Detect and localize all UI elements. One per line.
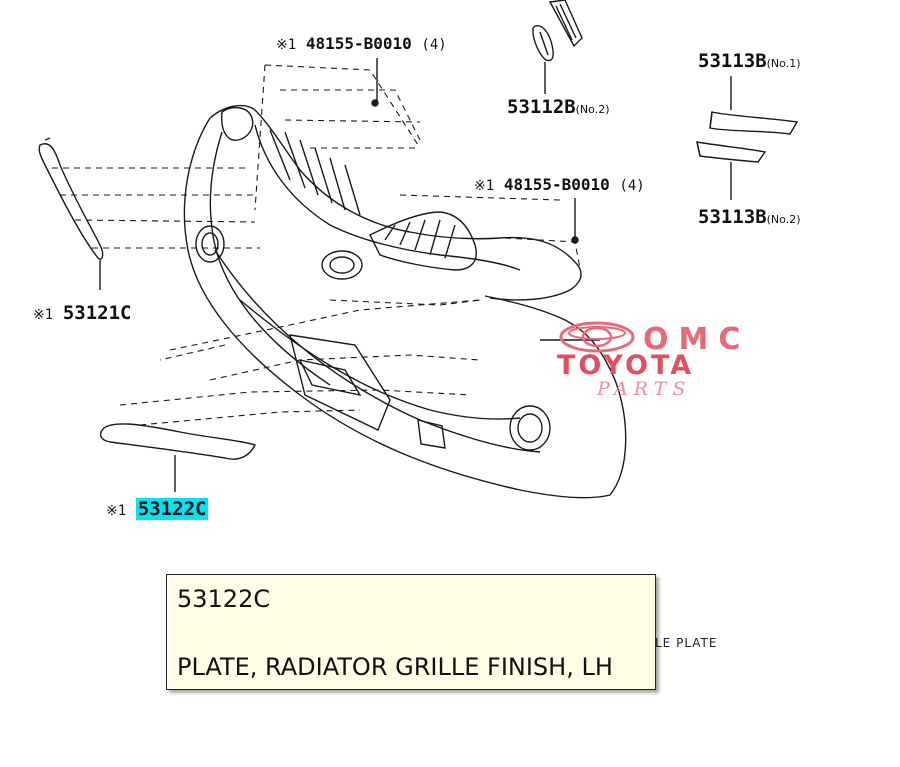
clip-mid-qty: (4) — [619, 178, 645, 194]
plate-lh-shape — [99, 423, 256, 460]
callout-plate-lh[interactable]: ※1 53122C — [106, 498, 209, 520]
part-tooltip: 53122C PLATE, RADIATOR GRILLE FINISH, LH — [166, 574, 656, 690]
callout-clip-mid[interactable]: ※1 48155-B0010 (4) — [474, 175, 645, 194]
tooltip-part-code: 53122C — [177, 585, 271, 613]
omc-toyota-watermark: OMC TOYOTA PARTS — [555, 321, 795, 402]
watermark-line2: TOYOTA — [557, 350, 695, 381]
bumper-lower-edge — [214, 249, 541, 453]
license-plate-recess — [289, 334, 391, 431]
emblem-no2-part-number[interactable]: 53112B — [507, 96, 576, 118]
clip-top-part-number[interactable]: 48155-B0010 — [305, 34, 412, 53]
plate-rh-part-number[interactable]: 53121C — [62, 302, 132, 324]
emblem-no2-suffix: (No.2) — [575, 103, 610, 116]
bracket-no2-shape — [696, 141, 767, 163]
tooltip-part-description: PLATE, RADIATOR GRILLE FINISH, LH — [177, 653, 613, 681]
callout-bracket-no1[interactable]: 53113B(No.1) — [698, 52, 800, 71]
watermark-line1: OMC — [643, 322, 751, 357]
bracket-no1-part-number[interactable]: 53113B — [698, 50, 767, 72]
plate-lh-part-number[interactable]: 53122C — [135, 498, 209, 520]
watermark-line3: PARTS — [597, 378, 692, 400]
upper-grille — [254, 124, 521, 271]
fog-lamp-right — [509, 405, 551, 451]
bracket-no2-part-number[interactable]: 53113B — [698, 206, 767, 228]
lower-grille — [369, 211, 477, 271]
bracket-no1-shape — [709, 111, 799, 135]
clip-top-dot — [371, 99, 379, 107]
bumper-inner-line — [209, 131, 331, 386]
clip-mid-part-number[interactable]: 48155-B0010 — [503, 175, 610, 194]
clip-top-qty: (4) — [421, 37, 447, 53]
bumper-top-flange — [209, 104, 582, 301]
tow-hook-cover — [417, 419, 446, 449]
callout-clip-top[interactable]: ※1 48155-B0010 (4) — [276, 34, 447, 53]
clip-top-prefix: ※1 — [276, 37, 297, 53]
bracket-no2-suffix: (No.2) — [766, 213, 801, 226]
callout-bracket-no2[interactable]: 53113B(No.2) — [698, 208, 800, 227]
toyota-logo-icon — [559, 321, 635, 353]
emblem-53112b-shape — [532, 25, 554, 62]
plate-rh-shape — [38, 143, 104, 260]
plate-rh-prefix: ※1 — [33, 307, 54, 323]
clip-mid-prefix: ※1 — [474, 178, 495, 194]
partially-hidden-label: LE PLATE — [655, 636, 718, 650]
plate-lh-prefix: ※1 — [106, 503, 127, 519]
callout-plate-rh[interactable]: ※1 53121C — [33, 304, 131, 323]
fog-lamp-left — [195, 225, 225, 263]
upper-emblem — [221, 106, 254, 141]
lower-lip — [239, 299, 521, 420]
emblem-top-strip — [548, 0, 583, 48]
bracket-no1-suffix: (No.1) — [766, 57, 801, 70]
callout-emblem-no2[interactable]: 53112B(No.2) — [507, 98, 609, 117]
fog-lamp-center — [321, 250, 363, 280]
